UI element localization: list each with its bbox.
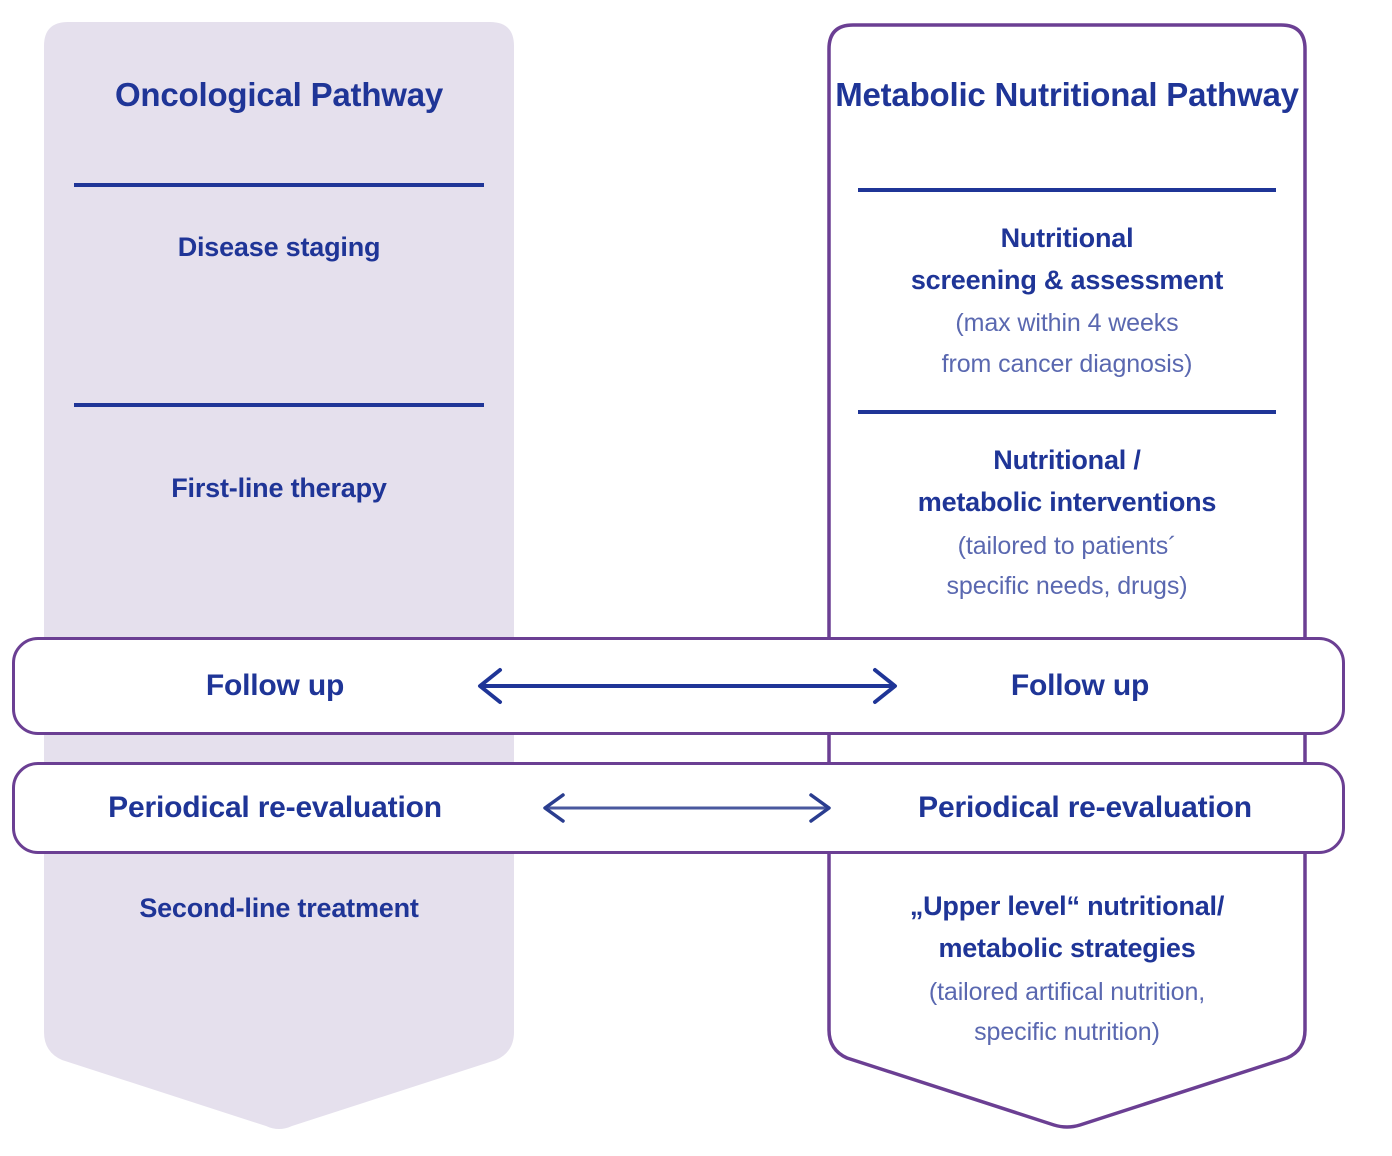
follow-up-left-label: Follow up bbox=[205, 669, 345, 702]
left-divider-1 bbox=[74, 183, 484, 187]
right-step-1-sub-line1: (max within 4 weeks bbox=[955, 309, 1179, 337]
right-step-1-sub-line2: from cancer diagnosis) bbox=[941, 350, 1193, 378]
oncological-pathway-shape bbox=[44, 22, 514, 1132]
left-step-first-line-therapy: First-line therapy bbox=[171, 473, 387, 503]
right-step-2-heading-line2: metabolic interventions bbox=[917, 487, 1217, 517]
right-divider-2 bbox=[858, 410, 1276, 414]
right-step-3-heading-line1: „Upper level“ nutritional/ bbox=[909, 891, 1225, 921]
right-step-3-heading-line2: metabolic strategies bbox=[938, 933, 1196, 963]
follow-up-bar: Follow up Follow up bbox=[12, 637, 1345, 735]
oncological-pathway-title: Oncological Pathway bbox=[114, 76, 444, 113]
double-headed-arrow-icon bbox=[470, 664, 905, 708]
periodical-re-evaluation-right-label: Periodical re-evaluation bbox=[918, 791, 1252, 824]
right-step-3-sub-line1: (tailored artifical nutrition, bbox=[928, 978, 1206, 1006]
right-step-2-heading-line1: Nutritional / bbox=[993, 445, 1141, 475]
right-step-2-sub-line1: (tailored to patients´ bbox=[957, 532, 1177, 560]
left-step-second-line-treatment: Second-line treatment bbox=[139, 893, 419, 923]
follow-up-right-label: Follow up bbox=[1010, 669, 1150, 702]
left-step-disease-staging: Disease staging bbox=[177, 232, 381, 262]
periodical-re-evaluation-left-label: Periodical re-evaluation bbox=[108, 791, 442, 824]
right-step-1-heading-line2: screening & assessment bbox=[910, 265, 1224, 295]
left-divider-2 bbox=[74, 403, 484, 407]
right-step-3-sub-line2: specific nutrition) bbox=[974, 1018, 1160, 1046]
right-divider-1 bbox=[858, 188, 1276, 192]
right-step-1-heading-line1: Nutritional bbox=[1000, 223, 1134, 253]
double-headed-arrow-icon bbox=[537, 791, 837, 825]
periodical-re-evaluation-bar: Periodical re-evaluation Periodical re-e… bbox=[12, 762, 1345, 854]
metabolic-nutritional-pathway-title: Metabolic Nutritional Pathway bbox=[835, 76, 1299, 113]
right-step-2-sub-line2: specific needs, drugs) bbox=[946, 572, 1188, 600]
